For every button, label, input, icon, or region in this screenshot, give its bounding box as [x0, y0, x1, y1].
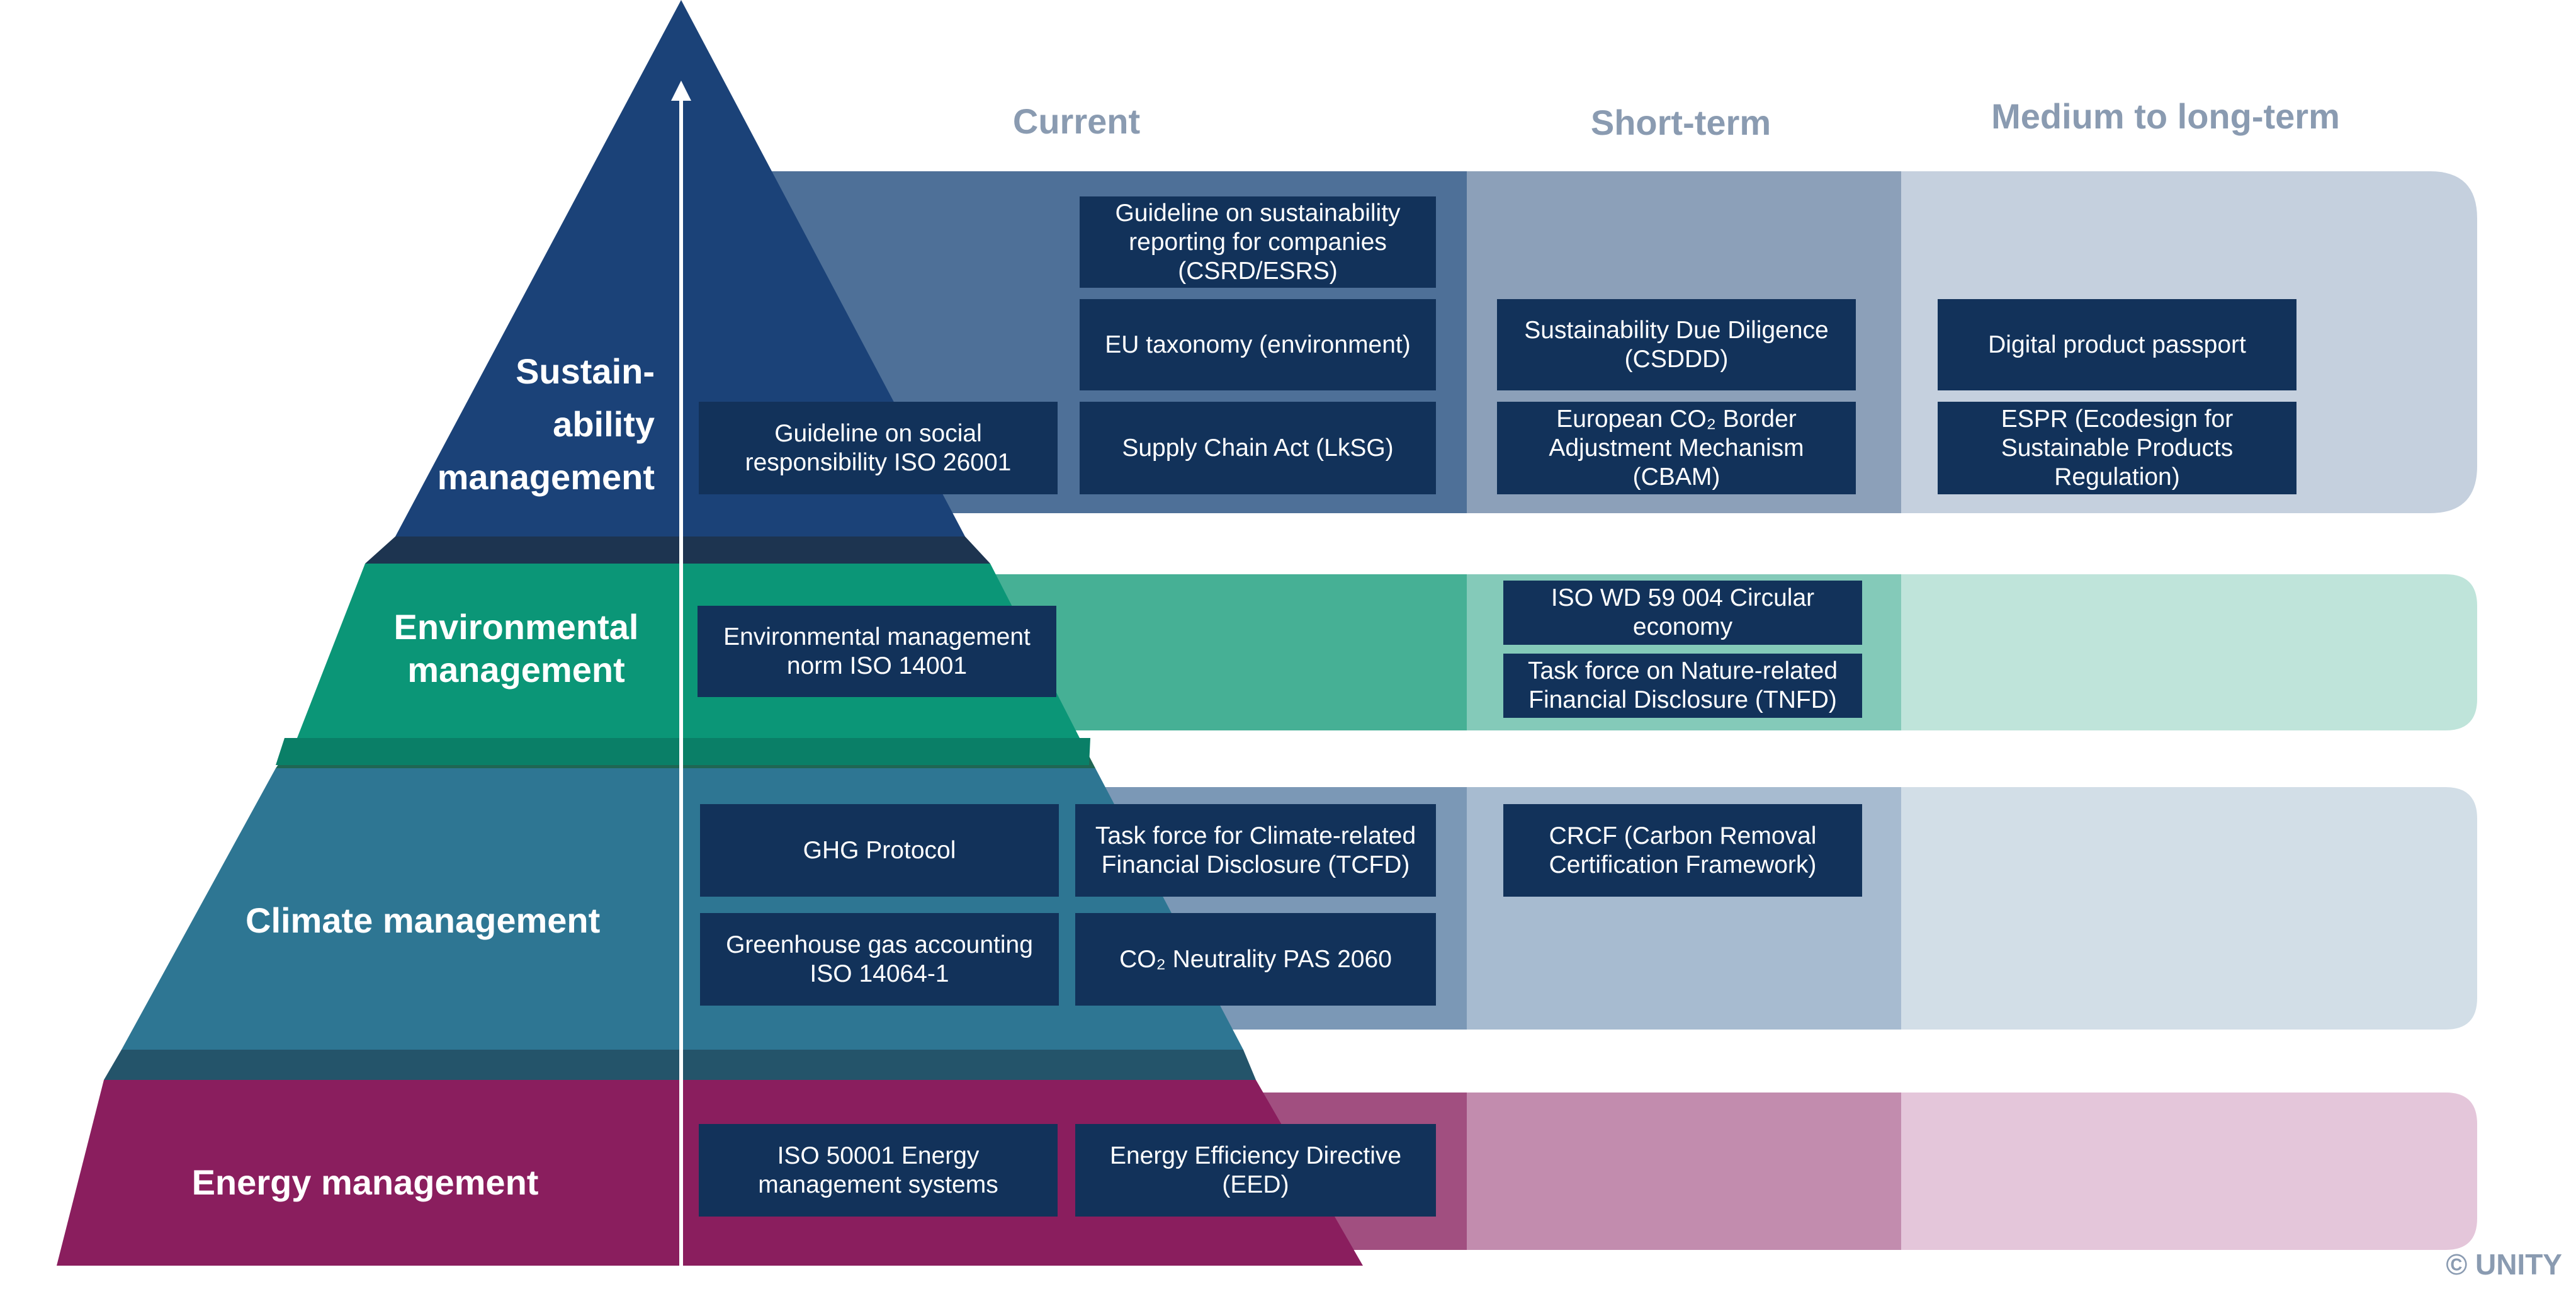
column-header-medium-long-term: Medium to long-term: [1991, 96, 2340, 136]
environmental-band-medium: [1889, 574, 2477, 730]
progress-arrow-head: [671, 81, 691, 101]
box-espr: ESPR (Ecodesign for Sustainable Products…: [1938, 402, 2296, 494]
level-label-energy: Energy management: [191, 1162, 539, 1202]
box-csddd: Sustainability Due Diligence (CSDDD): [1497, 299, 1856, 390]
box-crcf: CRCF (Carbon Removal Certification Frame…: [1503, 804, 1862, 897]
box-iso-59004: ISO WD 59 004 Circular economy: [1503, 581, 1862, 645]
box-ghg-protocol: GHG Protocol: [700, 804, 1059, 897]
box-digital-product-passport: Digital product passport: [1938, 299, 2296, 390]
box-tnfd: Task force on Nature-related Financial D…: [1503, 654, 1862, 718]
box-pas-2060: CO₂ Neutrality PAS 2060: [1075, 913, 1436, 1006]
copyright-label: © UNITY: [2446, 1248, 2562, 1281]
box-cbam: European CO₂ Border Adjustment Mechanism…: [1497, 402, 1856, 494]
box-iso-26001: Guideline on social responsibility ISO 2…: [699, 402, 1058, 494]
box-lksg: Supply Chain Act (LkSG): [1080, 402, 1436, 494]
box-iso-14001: Environmental management norm ISO 14001: [698, 606, 1056, 697]
level-label-environmental: Environmental management: [393, 607, 639, 690]
box-iso-14064: Greenhouse gas accounting ISO 14064-1: [700, 913, 1059, 1006]
column-header-short-term: Short-term: [1590, 103, 1771, 142]
level-label-sustainability: Sustain- ability management: [437, 351, 655, 497]
energy-band-medium: [1889, 1093, 2477, 1250]
box-tcfd: Task force for Climate-related Financial…: [1075, 804, 1436, 897]
pyramid-transition-1: [365, 536, 990, 564]
level-label-climate: Climate management: [246, 900, 601, 940]
box-eed: Energy Efficiency Directive (EED): [1075, 1124, 1436, 1217]
box-eu-taxonomy: EU taxonomy (environment): [1080, 299, 1436, 390]
energy-band-short: [1467, 1093, 1901, 1250]
box-iso-50001: ISO 50001 Energy management systems: [699, 1124, 1058, 1217]
climate-band-medium: [1889, 787, 2477, 1030]
column-header-current: Current: [1012, 101, 1141, 141]
box-csrd: Guideline on sustainability reporting fo…: [1080, 196, 1436, 288]
